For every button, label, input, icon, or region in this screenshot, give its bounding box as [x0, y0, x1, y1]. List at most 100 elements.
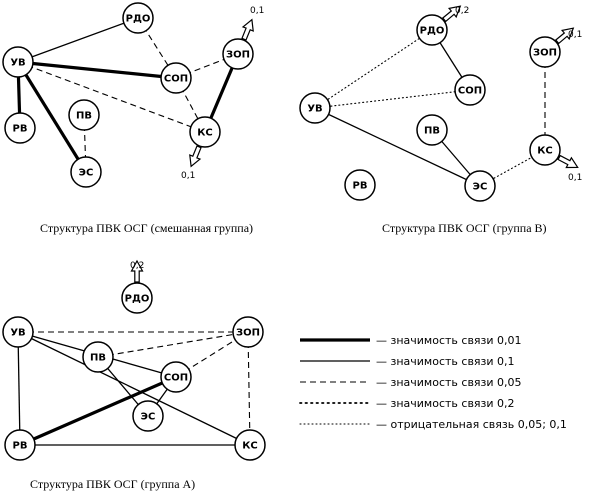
node-circle: [299, 92, 331, 124]
node-label: ПВ: [424, 126, 440, 137]
caption-group-a: Структура ПВК ОСГ (группа А): [30, 477, 195, 491]
node-circle: [529, 36, 561, 68]
node-label: ЭС: [79, 168, 94, 179]
node-circle: [454, 74, 486, 106]
node-sop: СОП: [160, 361, 192, 393]
node-circle: [4, 112, 36, 144]
node-zop: ЗОП: [529, 36, 561, 68]
node-es: ЭС: [464, 170, 496, 202]
node-circle: [82, 341, 114, 373]
node-label: РДО: [126, 14, 151, 25]
edge-uv-ks: [17, 331, 251, 446]
node-label: РВ: [13, 124, 28, 135]
edge-uv-rdo: [17, 17, 139, 63]
node-circle: [416, 14, 448, 46]
arrow-label-zop: 0,1: [250, 6, 264, 16]
node-ks: КС: [234, 429, 266, 461]
edge-uv-ks: [17, 61, 206, 133]
arrow-label-ks: 0,1: [181, 171, 195, 181]
node-circle: [121, 282, 153, 314]
node-zop: ЗОП: [222, 38, 254, 70]
caption-mixed: Структура ПВК ОСГ (смешанная группа): [40, 221, 253, 235]
node-label: УВ: [10, 58, 25, 69]
node-pv: ПВ: [416, 114, 448, 146]
node-es: ЭС: [70, 156, 102, 188]
node-rv: РВ: [4, 429, 36, 461]
arrow-zop-icon: [554, 27, 575, 45]
arrow-ks-icon: [557, 154, 579, 169]
legend: — значимость связи 0,01 — значимость связ…: [299, 334, 567, 431]
edges: [314, 29, 546, 187]
node-circle: [4, 429, 36, 461]
node-pv: ПВ: [82, 341, 114, 373]
edges: [17, 331, 251, 447]
arrow-label-zop: 0,1: [568, 30, 582, 40]
node-ks: КС: [189, 116, 221, 148]
node-rdo: РДО: [416, 14, 448, 46]
node-circle: [344, 169, 376, 201]
node-label: ПВ: [90, 353, 106, 364]
arrow-rdo-icon: [130, 259, 144, 283]
node-label: РВ: [353, 181, 368, 192]
node-zop: ЗОП: [232, 316, 264, 348]
diagram-group-b: 0,2 0,1 0,1 РДО СОП ЗОП УВ ПВ КС РВ ЭС: [299, 5, 582, 202]
node-circle: [222, 38, 254, 70]
node-sop: СОП: [160, 62, 192, 94]
node-label: ЭС: [473, 182, 488, 193]
node-label: КС: [242, 441, 258, 452]
node-label: ПВ: [76, 111, 92, 122]
legend-label-s01: — значимость связи 0,1: [376, 355, 515, 368]
edge-uv-rv: [17, 331, 21, 446]
node-circle: [2, 46, 34, 78]
node-label: ЗОП: [236, 328, 260, 339]
node-label: КС: [197, 128, 213, 139]
caption-group-b: Структура ПВК ОСГ (группа В): [382, 221, 547, 235]
arrow-ks-icon: [189, 145, 202, 168]
node-es: ЭС: [132, 400, 164, 432]
edge-uv-sop: [17, 60, 177, 80]
node-label: СОП: [164, 373, 188, 384]
node-circle: [68, 99, 100, 131]
arrow-label-ks: 0,1: [568, 173, 582, 183]
node-label: УВ: [10, 328, 25, 339]
node-label: РВ: [13, 441, 28, 452]
node-sop: СОП: [454, 74, 486, 106]
node-rv: РВ: [344, 169, 376, 201]
node-label: РДО: [125, 294, 150, 305]
node-label: УВ: [307, 104, 322, 115]
node-circle: [2, 316, 34, 348]
node-label: ЗОП: [226, 50, 250, 61]
arrow-label-rdo: 0,2: [130, 261, 144, 271]
node-rv: РВ: [4, 112, 36, 144]
node-circle: [70, 156, 102, 188]
node-circle: [189, 116, 221, 148]
arrow-label-rdo: 0,2: [455, 6, 469, 16]
legend-label-s001: — значимость связи 0,01: [376, 334, 522, 347]
node-circle: [232, 316, 264, 348]
node-rdo: РДО: [122, 2, 154, 34]
arrow-zop-icon: [241, 18, 254, 41]
node-circle: [529, 134, 561, 166]
node-label: ЗОП: [533, 48, 557, 59]
legend-label-s005: — значимость связи 0,05: [376, 376, 522, 389]
node-circle: [132, 400, 164, 432]
node-label: КС: [537, 146, 553, 157]
edge-sop-rv: [19, 375, 177, 447]
edge-uv-es: [16, 61, 88, 173]
edge-pv-zop: [97, 331, 249, 358]
edge-zop-ks: [247, 331, 251, 446]
node-rdo: РДО: [121, 282, 153, 314]
node-label: ЭС: [141, 412, 156, 423]
arrow-rdo-icon: [441, 5, 462, 23]
node-uv: УВ: [2, 46, 34, 78]
node-circle: [122, 2, 154, 34]
node-label: СОП: [164, 74, 188, 85]
node-label: РДО: [420, 26, 445, 37]
node-uv: УВ: [299, 92, 331, 124]
node-circle: [160, 62, 192, 94]
edges: [16, 17, 240, 173]
node-label: СОП: [458, 86, 482, 97]
